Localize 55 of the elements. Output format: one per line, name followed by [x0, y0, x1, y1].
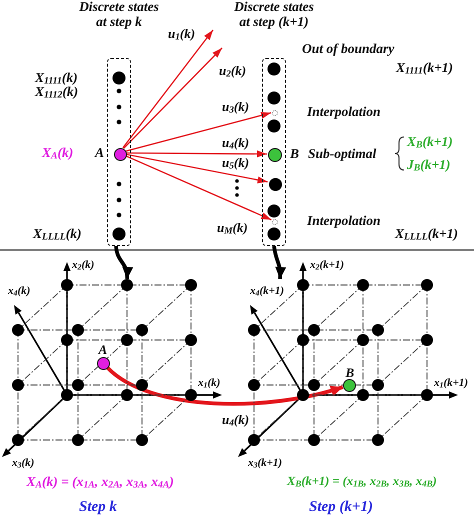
state-point — [342, 378, 356, 392]
axis-label: x$_{1}$(k+1) — [434, 377, 468, 390]
step-caption: Step k — [79, 498, 117, 515]
interpolation-point — [272, 110, 278, 116]
arrow — [126, 150, 267, 158]
annotation-text: Interpolation — [307, 214, 381, 228]
axis-label: x$_{2}$(k+1) — [310, 259, 344, 272]
edge-label: u$_{2}$(k) — [219, 64, 246, 78]
state-label: X$_{1111}$(k) — [35, 70, 78, 86]
point-label: B — [346, 366, 354, 378]
point-label: A — [95, 146, 104, 160]
edge-label: u$_{4}$(k) — [222, 413, 250, 428]
edge-label: u$_{M}$(k) — [217, 221, 248, 236]
annotation-text: Out of boundary — [302, 42, 394, 56]
axis-label: x$_{3}$(k+1) — [248, 457, 282, 470]
cost-label: J$_{B}$(k+1) — [407, 158, 450, 172]
arrow — [124, 155, 272, 220]
axis-label: x$_{1}$(k) — [198, 377, 220, 390]
state-label: X$_{A}$(k) — [42, 146, 74, 160]
state-dot — [268, 178, 282, 190]
axis-label: x$_{4}$(k+1) — [250, 285, 284, 298]
state-label: X$_{B}$(k+1) — [407, 134, 453, 150]
curved-arrow — [272, 246, 286, 280]
curved-arrow — [106, 366, 344, 406]
step-caption: Step (k+1) — [309, 498, 373, 515]
axis-label: x$_{4}$(k) — [8, 285, 30, 298]
state-label: X$_{LLLL}$(k+1) — [395, 226, 458, 242]
state-formula: X$_{A}$(k) = (x$_{1A}$, x$_{2A}$, x$_{3A}$, x$_{4A}$) — [26, 474, 174, 490]
edge-label: u$_{5}$(k) — [222, 156, 250, 170]
arrow — [123, 48, 222, 149]
state-formula: X$_{B}$(k+1) = (x$_{1B}$, x$_{2B}$, x$_{3B}$, x$_{4B}$) — [287, 475, 437, 489]
state-point — [114, 148, 126, 160]
edge-label: u$_{3}$(k) — [222, 100, 250, 114]
edge-label: u$_{4}$(k) — [222, 136, 250, 150]
axis-label: x$_{3}$(k) — [12, 457, 34, 470]
column-heading: Discrete states at step (k+1) — [233, 0, 315, 30]
state-column-frame — [107, 58, 131, 246]
arrow — [125, 112, 272, 152]
column-heading: Discrete states at step k — [78, 0, 160, 30]
edge-label: u$_{1}$(k) — [168, 27, 196, 42]
arrow — [125, 154, 268, 184]
axis-label: x$_{2}$(k) — [72, 259, 94, 272]
arrow — [122, 30, 214, 148]
state-point — [268, 148, 282, 162]
point-label: A — [98, 342, 108, 356]
curved-arrow — [114, 246, 133, 279]
state-label: X$_{1112}$(k) — [35, 84, 78, 100]
annotation-text: Interpolation — [307, 104, 381, 120]
state-label: X$_{LLLL}$(k) — [33, 226, 82, 242]
interpolation-point — [272, 219, 278, 225]
state-label: X$_{1111}$(k+1) — [396, 60, 454, 76]
point-label: B — [290, 146, 300, 162]
annotation-text: Sub-optimal — [308, 146, 376, 162]
state-column-frame — [262, 58, 286, 246]
state-point — [96, 356, 110, 370]
